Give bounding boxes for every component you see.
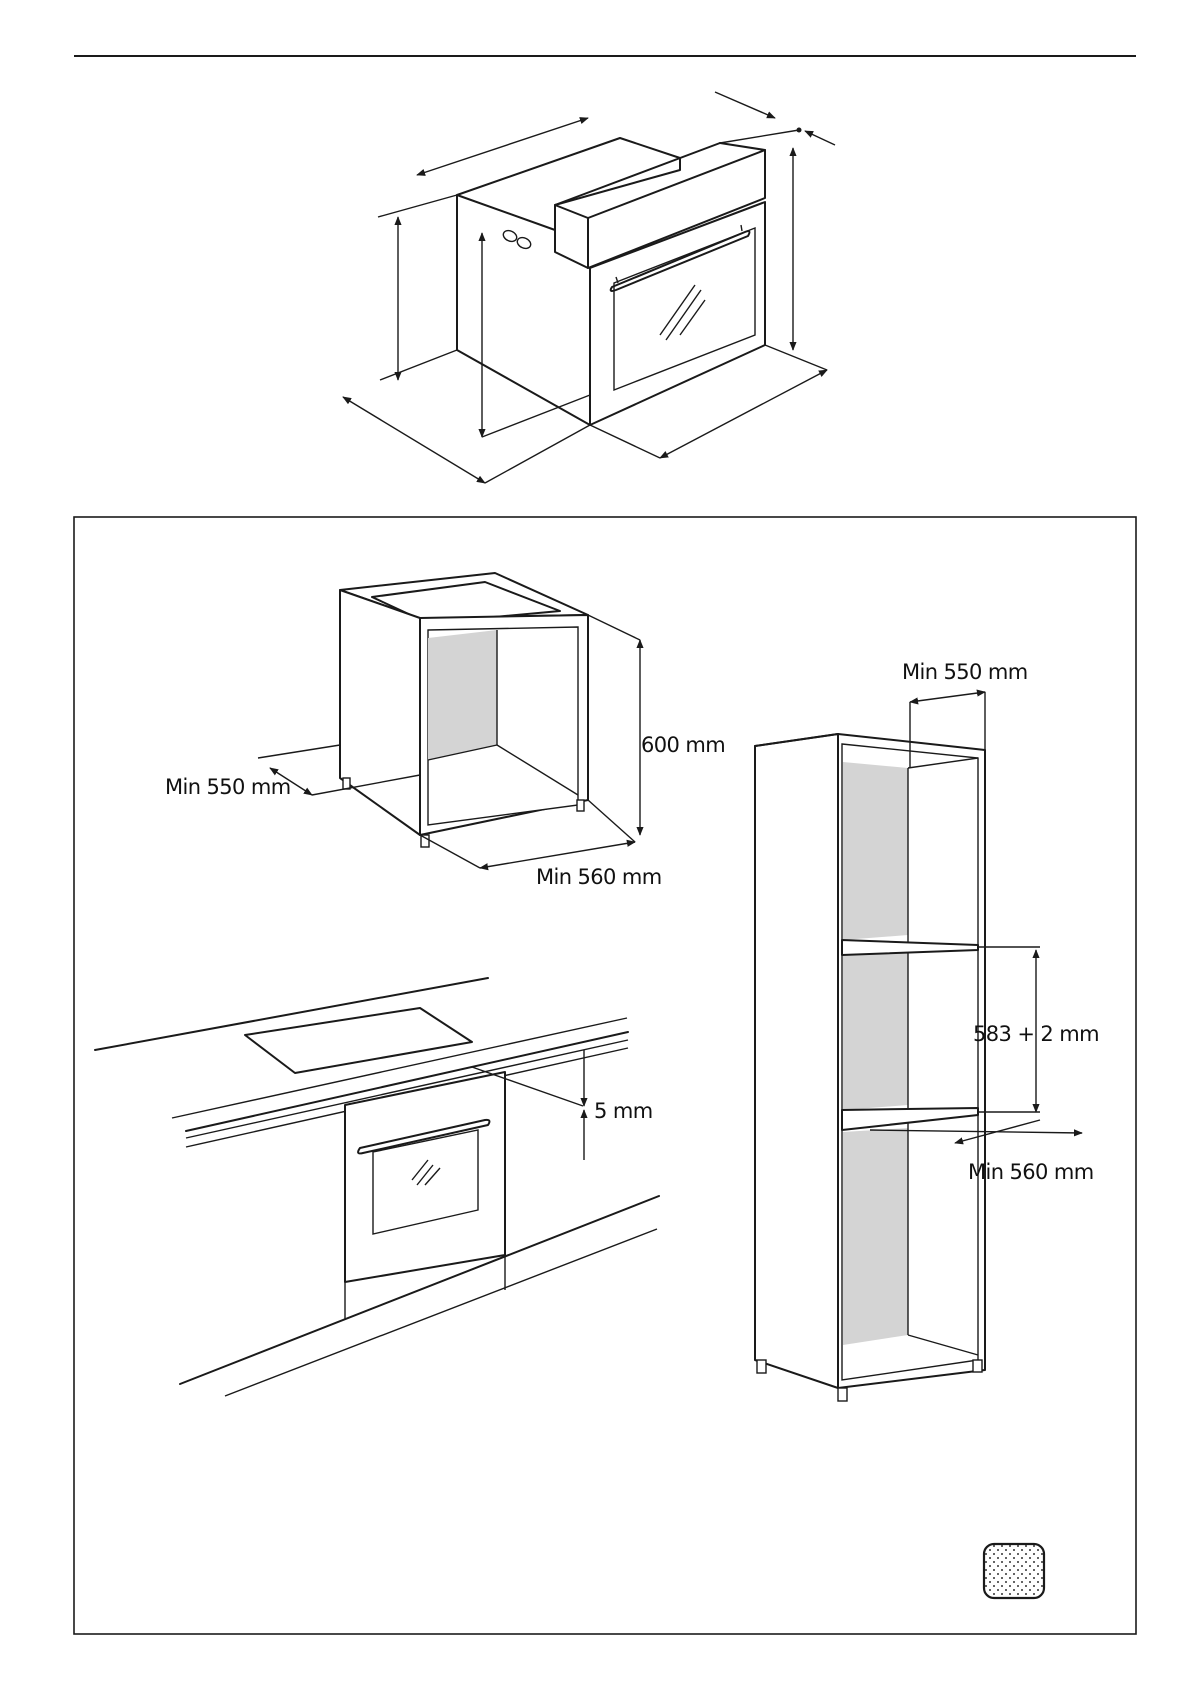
label-tall-cabinet-width: Min 560 mm (968, 1160, 1094, 1184)
label-hob-cabinet-depth: Min 550 mm (165, 775, 291, 799)
dotted-square-icon (984, 1544, 1044, 1598)
label-worktop-gap: 5 mm (594, 1099, 653, 1123)
tall-cabinet-drawing (755, 692, 1082, 1401)
label-hob-cabinet-width: Min 560 mm (536, 865, 662, 889)
label-tall-cabinet-depth: Min 550 mm (902, 660, 1028, 684)
base-cabinet-drawing (258, 573, 640, 868)
worktop-oven-drawing (95, 978, 659, 1396)
oven-dimension-drawing (343, 92, 835, 483)
label-hob-cabinet-height: 600 mm (641, 733, 725, 757)
label-tall-cabinet-opening: 583 + 2 mm (973, 1022, 1099, 1046)
